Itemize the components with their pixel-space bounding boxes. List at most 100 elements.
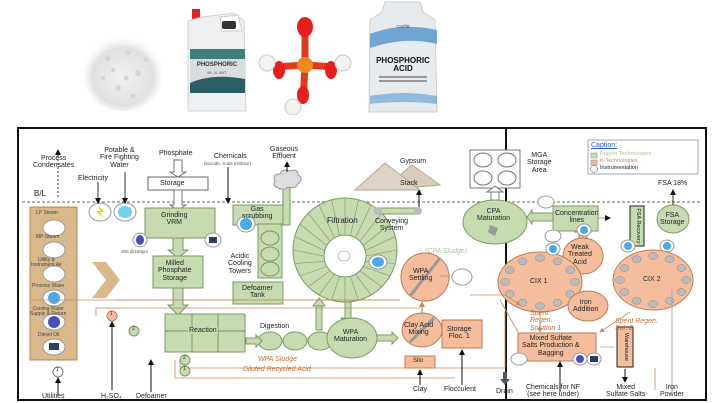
ion-exchange-port [552,299,563,307]
storage-floc-box [441,319,483,349]
phosphate-powder-photo [83,35,163,111]
filtration-cell-divider [362,223,391,246]
caption-prayon: Prayon Technologies [600,151,651,157]
mixed-sulfate-output-label: Mixed Sulfate Salts [606,384,646,399]
instrument-tag-3-label: 2 [183,355,186,361]
defoamer-tank-box [232,281,284,305]
filtration-cell-divider [299,266,327,277]
iron-powder-input-label: Iron Powder [660,384,684,399]
filtration-cell-divider [294,261,325,264]
utility-process-water: Process Water [32,283,65,289]
phosphate-label: Phosphate [159,150,193,157]
lp-steam-icon [42,219,66,237]
d50-label: d50 @150µm [121,249,149,254]
ion-exchange-port [500,278,510,286]
diesel-oil-icon [42,338,66,356]
ion-exchange-port [681,276,691,284]
process-condensates-label: Process Condensates [33,155,75,170]
fsa-recovery-column [629,205,645,247]
filtration-label: Filtration [327,216,358,225]
ion-exchange-port [648,300,658,308]
fsa-recovery-label: FSA Recovery [635,208,641,243]
instrument-tag-2-label: 2 [132,326,135,332]
utilities-chevron [92,262,120,298]
wpa-settling-label: WPA Settling [409,268,433,283]
filtration-cell-divider [299,223,328,246]
instrument-tag-4-label: 1 [183,366,186,372]
utility-lp-steam: LP Steam [36,210,58,216]
defoamer-tank-label: Defoamer Tank [242,285,273,300]
air-icon [42,265,66,283]
mixed-sulfate-label: Mixed Sulfate Salts Production & Bagging [522,335,580,357]
concentration-lines-label: Concentration lines [555,210,599,225]
iron-addition-tank [567,290,609,322]
diluted-recycled-acid-label: Diluted Recycled Acid [243,366,311,373]
ion-exchange-port [631,297,642,305]
ion-exchange-port [565,266,576,274]
storage-floc-label: Storage Floc. 1 [447,326,472,341]
filtration-cell-divider [308,270,331,288]
filtration-cell-divider [355,274,372,296]
ion-exchange-port [517,257,528,265]
filtration-cell-divider [359,213,383,242]
filtration-cell-divider [331,276,340,301]
mp-steam-icon [42,241,66,259]
utility-cooling-water: Cooling Water Supply & Return [30,306,67,318]
jug-label-text: PHOSPHORIC [197,62,238,68]
caption-box [587,139,699,175]
mga-storage-label: MGA Storage Area [527,152,552,174]
filtration-cell-divider [363,266,391,277]
caption-k-tech: K-Technologies [600,158,638,164]
chemicals-label: Chemicals [214,153,247,160]
acidic-cooling-label: Acidic Cooling Towers [228,253,252,275]
ion-exchange-port [504,290,515,298]
filtration-cell-divider [350,276,359,301]
conveying-system [377,207,419,215]
bottle-title-line2: ACID [393,64,413,73]
ion-exchange-port [676,264,687,272]
ion-exchange-port [619,264,630,272]
cpa-maturation-tank [462,199,528,245]
grinding-vrm-box [144,207,216,239]
chemicals-nf-label: Chemicals for NF (see here under) [526,384,581,399]
cix2-column [612,249,694,311]
defoamer-input-label: Defoamer [136,393,167,400]
instrument-tag-5-label: 1 [56,367,59,373]
battery-limit-label: B/L [34,189,47,198]
gypsum-label: Gypsum [400,158,427,165]
caption-title: Caption: [591,142,618,149]
warehouse-box [616,326,634,368]
utility-instrument-air: Utility & Instrument Air [31,257,62,269]
chemicals-sub-label: (biocide, scale inhibitor) [204,161,252,166]
flocculent-input-label: Flocculent [444,386,476,393]
instrument-tag-4 [179,365,191,377]
ion-exchange-port [648,252,658,260]
gaseous-effluent-label: Gaseous Effluent [270,146,299,161]
ion-exchange-port [565,290,576,298]
bottle-brand-text: castle [396,24,409,30]
process-water-icon [42,289,66,307]
effluent-cloud-icon [273,169,302,190]
utility-mp-steam: MP Steam [36,234,60,240]
filtration-cell-divider [292,249,325,257]
filtration-cell-divider [294,236,325,251]
instrument-tag-2 [128,325,140,337]
cpa-maturation-label: CPA Maturation [477,208,511,223]
cix1-label: CIX 1 [530,278,548,285]
filtration-cell-divider [307,213,331,242]
filtration-cell-divider [365,236,396,251]
silo-label: Silo [413,358,424,364]
ion-exchange-port [619,288,630,296]
caption-instrumentation: Instrumentation [600,165,638,171]
ion-exchange-port [615,276,625,284]
conveying-label: Conveying System [375,218,409,233]
filtration-cell-divider [318,274,335,296]
ion-exchange-port [570,278,580,286]
drain-icon [500,372,510,385]
stack-label: Stack [400,180,418,187]
spent-regen-1-label: Spent Regen. Solution 1 [530,310,562,332]
phosphoric-acid-jug-photo: PHOSPHORIC BL-JL ANT [187,9,247,112]
instrument-swatch [590,165,598,173]
filtration-cell-divider [350,199,359,236]
ion-exchange-port [535,302,545,310]
